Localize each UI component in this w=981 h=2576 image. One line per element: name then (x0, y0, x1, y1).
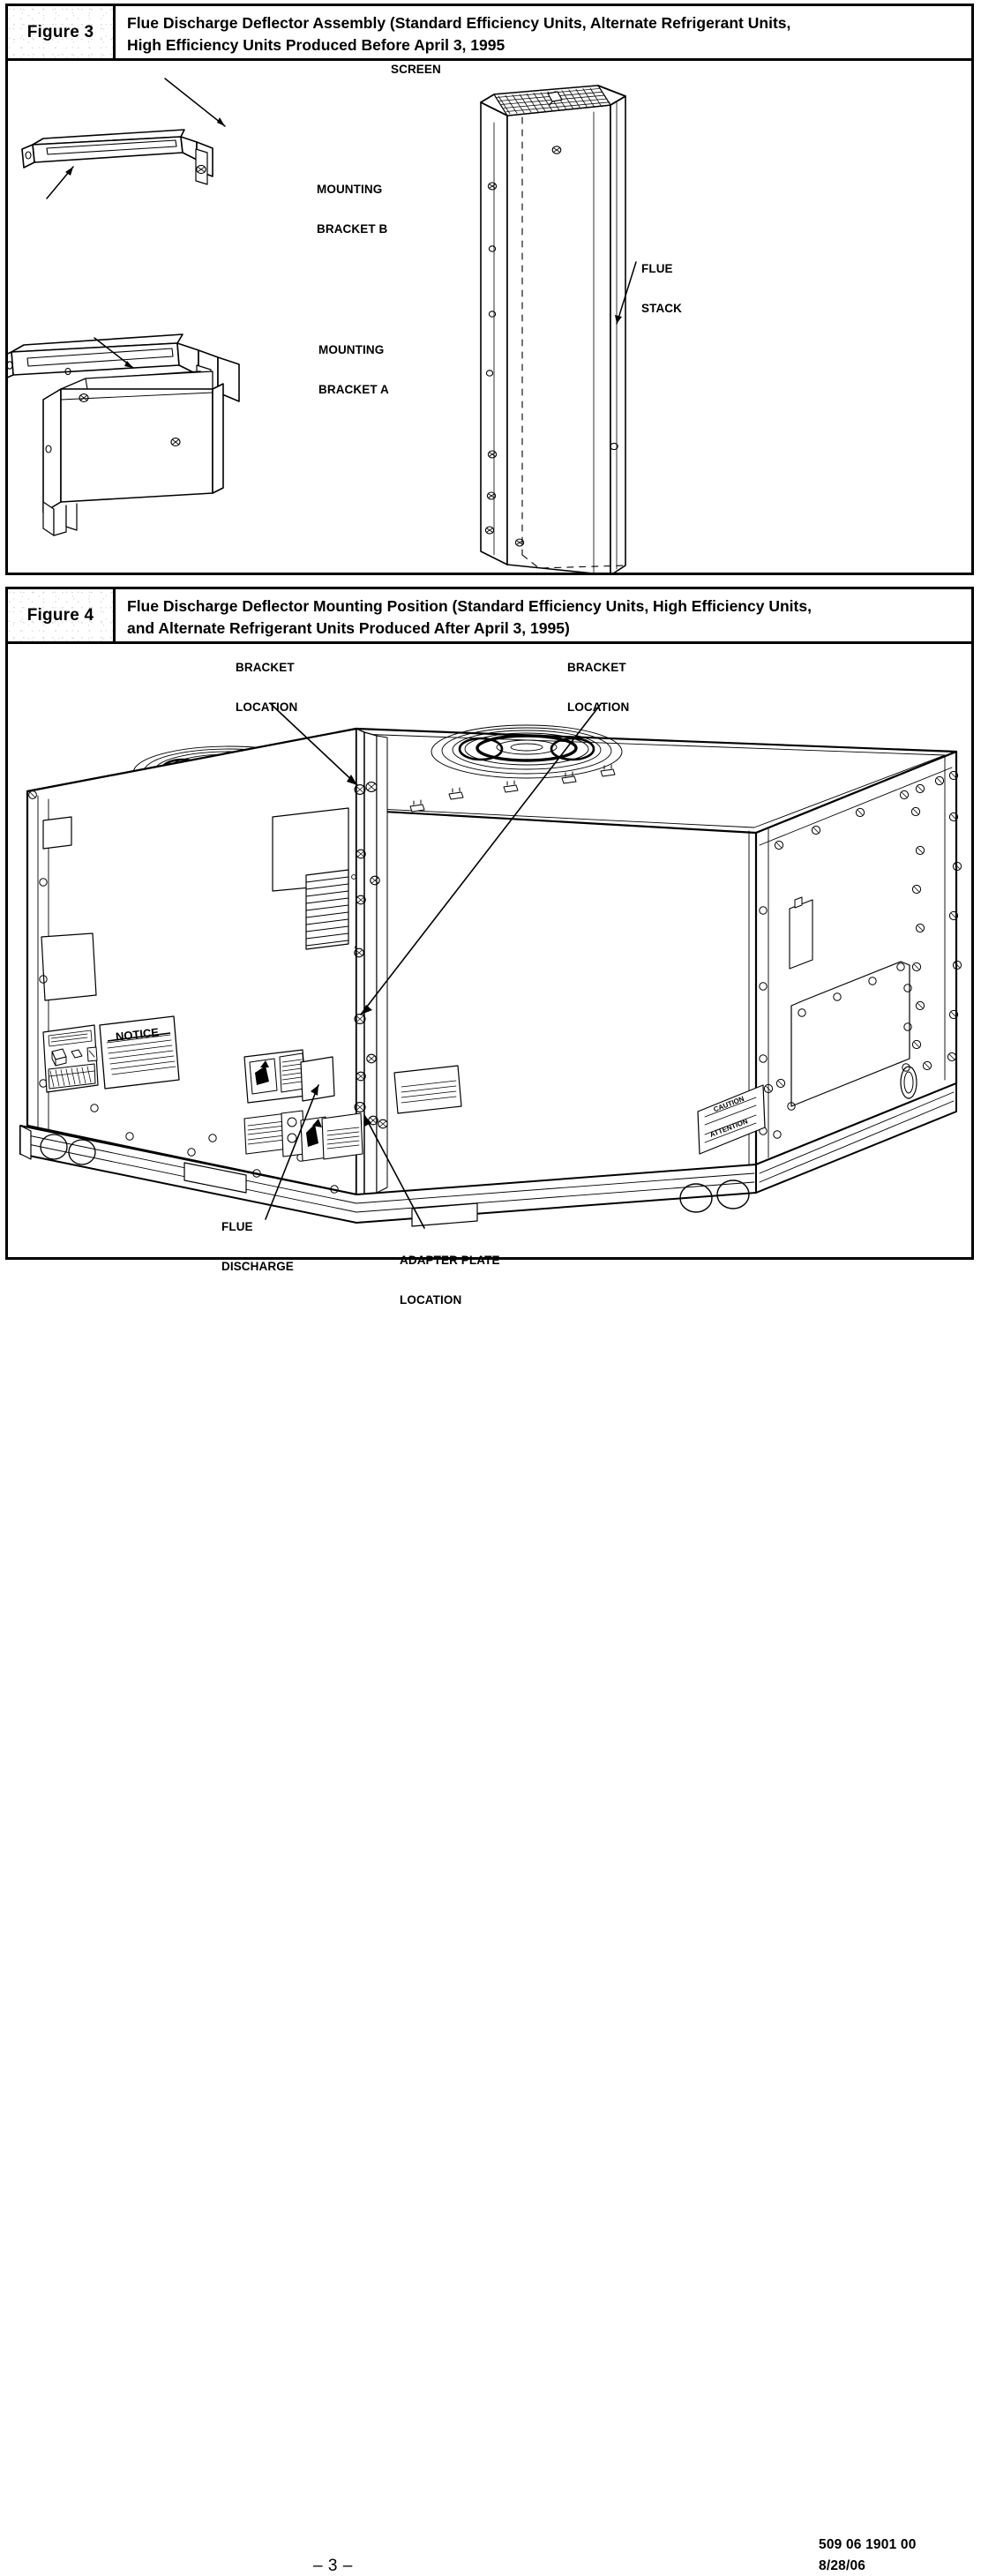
callout-flue-stack-line-2: STACK (641, 302, 682, 315)
figure-3-box: Figure 3 Flue Discharge Deflector Assemb… (5, 4, 974, 575)
callout-flue-discharge-line-1: FLUE (221, 1220, 253, 1233)
figure-3-title-line-1: Flue Discharge Deflector Assembly (Stand… (127, 13, 791, 32)
page-number: – 3 – (313, 2557, 353, 2575)
flue-deflector-assembly-drawing (8, 78, 637, 573)
callout-bracket-location-left-line-2: LOCATION (236, 700, 298, 714)
callout-mounting-bracket-a-line-1: MOUNTING (318, 343, 385, 356)
callout-mounting-bracket-b-line-1: MOUNTING (317, 183, 383, 196)
callout-bracket-location-left-line-1: BRACKET (236, 661, 295, 674)
figure-4-title-line-2: and Alternate Refrigerant Units Produced… (127, 618, 570, 637)
document-page: Figure 3 Flue Discharge Deflector Assemb… (0, 4, 981, 2575)
callout-mounting-bracket-b-line-2: BRACKET B (317, 222, 388, 236)
figure-4-box: Figure 4 Flue Discharge Deflector Mounti… (5, 587, 974, 1307)
page-footer: – 3 – 509 06 1901 00 8/28/06 (0, 1267, 981, 2575)
callout-flue-stack-line-1: FLUE (641, 262, 673, 275)
callout-mounting-bracket-a: MOUNTING BRACKET A (318, 317, 389, 423)
callout-adapter-plate-location-line-1: ADAPTER PLATE (400, 1254, 500, 1267)
callout-flue-discharge: FLUE DISCHARGE (221, 1194, 294, 1299)
callout-screen: SCREEN (391, 63, 441, 76)
figure-4-header: Figure 4 Flue Discharge Deflector Mounti… (8, 589, 971, 644)
callout-bracket-location-right: BRACKET LOCATION (567, 634, 629, 740)
figure-3-label: Figure 3 (26, 22, 94, 41)
figure-4-title-line-1: Flue Discharge Deflector Mounting Positi… (127, 596, 812, 615)
callout-bracket-location-right-line-1: BRACKET (567, 661, 626, 674)
callout-adapter-plate-location-line-2: LOCATION (400, 1293, 462, 1307)
document-number: 509 06 1901 00 (819, 2537, 917, 2552)
figure-4-label-cell: Figure 4 (8, 589, 116, 641)
callout-bracket-location-left: BRACKET LOCATION (236, 634, 297, 740)
callout-flue-discharge-line-2: DISCHARGE (221, 1260, 294, 1273)
figure-4-label: Figure 4 (26, 605, 94, 625)
document-date: 8/28/06 (819, 2558, 866, 2573)
callout-adapter-plate-location: ADAPTER PLATE LOCATION (400, 1227, 500, 1333)
callout-bracket-location-right-line-2: LOCATION (567, 700, 630, 714)
figure-3-drawing (8, 61, 971, 573)
figure-3-label-cell: Figure 3 (8, 6, 116, 58)
figure-4-title-cell: Flue Discharge Deflector Mounting Positi… (116, 589, 971, 641)
rooftop-unit-mounting-position-drawing: NOTICE CAUTION ATTENTION (19, 703, 962, 1229)
callout-mounting-bracket-a-line-2: BRACKET A (318, 383, 389, 396)
figure-3-header: Figure 3 Flue Discharge Deflector Assemb… (8, 6, 971, 61)
figure-4-drawing: NOTICE CAUTION ATTENTION (8, 644, 971, 1257)
callout-flue-stack: FLUE STACK (641, 236, 682, 341)
figure-3-title-cell: Flue Discharge Deflector Assembly (Stand… (116, 6, 971, 58)
figure-3-title-line-2: High Efficiency Units Produced Before Ap… (127, 35, 505, 54)
callout-mounting-bracket-b: MOUNTING BRACKET B (317, 156, 387, 262)
